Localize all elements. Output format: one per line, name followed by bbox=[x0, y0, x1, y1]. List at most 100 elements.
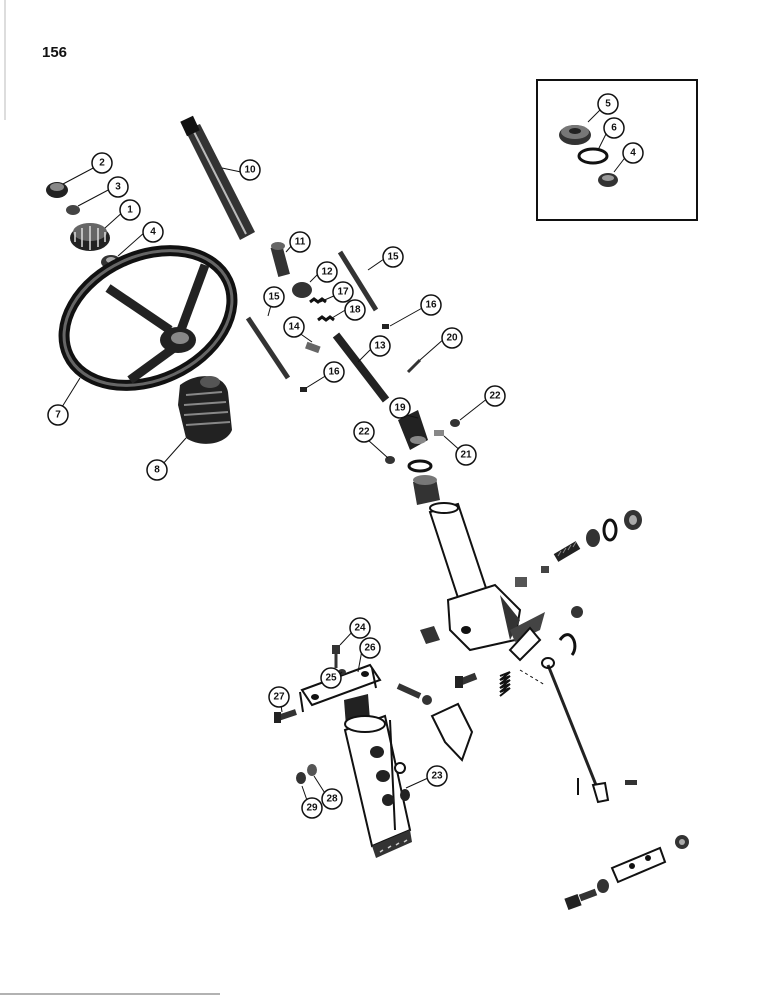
spring-small-part-2 bbox=[317, 315, 335, 322]
bracket-part bbox=[508, 626, 542, 662]
svg-text:25: 25 bbox=[325, 673, 337, 684]
svg-text:24: 24 bbox=[354, 623, 366, 634]
svg-text:29: 29 bbox=[306, 803, 318, 814]
svg-text:16: 16 bbox=[328, 367, 340, 378]
svg-text:27: 27 bbox=[273, 692, 285, 703]
seal-washer-part bbox=[296, 772, 306, 784]
svg-text:16: 16 bbox=[425, 300, 437, 311]
spacer-part-2 bbox=[541, 566, 549, 573]
horn-button-part bbox=[70, 223, 110, 251]
bolt-part bbox=[274, 709, 297, 723]
leader-line bbox=[367, 439, 389, 459]
callout-16-left: 16 bbox=[323, 361, 345, 383]
sleeve-part bbox=[413, 475, 440, 505]
callout-29: 29 bbox=[301, 797, 323, 819]
callout-8: 8 bbox=[146, 459, 168, 481]
svg-text:11: 11 bbox=[295, 237, 306, 248]
leader-line bbox=[62, 165, 98, 185]
coupler-part bbox=[270, 242, 290, 278]
steering-wheel-part bbox=[58, 245, 238, 391]
callout-27: 27 bbox=[268, 686, 290, 708]
nut-part-2 bbox=[422, 695, 432, 705]
cap-screw-part bbox=[455, 672, 478, 688]
inset-o-ring bbox=[577, 147, 609, 165]
callout-6: 6 bbox=[603, 117, 625, 139]
svg-text:21: 21 bbox=[460, 450, 472, 461]
callout-15-left: 15 bbox=[263, 286, 285, 308]
callout-12: 12 bbox=[316, 261, 338, 283]
leader-line bbox=[357, 347, 373, 363]
pin-part bbox=[305, 341, 321, 354]
steering-control-unit-part bbox=[343, 694, 412, 858]
mounting-bracket-part bbox=[299, 663, 382, 713]
leader-line bbox=[221, 167, 242, 173]
pivot-bolt-part bbox=[564, 888, 598, 911]
leader-line bbox=[419, 337, 446, 361]
svg-text:2: 2 bbox=[99, 158, 105, 169]
callout-24: 24 bbox=[349, 617, 371, 639]
pivot-nut-part bbox=[675, 835, 689, 849]
callout-26: 26 bbox=[359, 637, 381, 659]
leader-line bbox=[309, 273, 319, 283]
pivot-arm-part bbox=[610, 846, 667, 884]
column-tube-part bbox=[428, 502, 545, 652]
leader-line bbox=[389, 306, 425, 327]
set-screw-part bbox=[382, 324, 389, 329]
spacer-sleeve-part bbox=[420, 626, 440, 644]
cap-nut-part bbox=[46, 182, 68, 198]
universal-joint-part bbox=[398, 410, 428, 450]
set-screw-part-2 bbox=[300, 387, 307, 392]
callout-21: 21 bbox=[455, 444, 477, 466]
svg-text:18: 18 bbox=[349, 305, 361, 316]
callout-20: 20 bbox=[441, 327, 463, 349]
leader-line bbox=[77, 187, 113, 207]
plug-part bbox=[307, 764, 317, 776]
svg-text:22: 22 bbox=[489, 391, 501, 402]
screw-part bbox=[332, 645, 340, 668]
callout-11: 11 bbox=[289, 231, 311, 253]
callout-2: 2 bbox=[91, 152, 113, 174]
return-spring-part bbox=[558, 633, 577, 656]
flat-washer-part bbox=[602, 518, 618, 542]
callout-5: 5 bbox=[597, 93, 619, 115]
inset-box bbox=[536, 79, 698, 221]
cap-screw-part-2 bbox=[396, 683, 422, 699]
tie-rod-part bbox=[337, 250, 379, 312]
leader-line bbox=[367, 258, 385, 271]
pivot-washer-part bbox=[597, 879, 609, 893]
svg-text:7: 7 bbox=[55, 410, 61, 421]
callout-14: 14 bbox=[283, 316, 305, 338]
svg-text:17: 17 bbox=[337, 287, 349, 298]
dashed-line bbox=[519, 669, 546, 686]
nut-part bbox=[571, 606, 583, 618]
svg-text:6: 6 bbox=[611, 123, 617, 134]
callout-4-inset: 4 bbox=[622, 142, 644, 164]
callout-1: 1 bbox=[119, 199, 141, 221]
jam-nut-part bbox=[586, 529, 600, 547]
callout-23: 23 bbox=[426, 765, 448, 787]
inset-seal-part bbox=[559, 125, 591, 145]
svg-text:19: 19 bbox=[394, 403, 406, 414]
callout-22-left: 22 bbox=[353, 421, 375, 443]
callout-13: 13 bbox=[369, 335, 391, 357]
svg-text:10: 10 bbox=[244, 165, 256, 176]
roll-pin-part bbox=[406, 358, 422, 374]
tension-spring-part bbox=[499, 671, 511, 697]
svg-text:26: 26 bbox=[364, 643, 376, 654]
callout-19: 19 bbox=[389, 397, 411, 419]
clevis-pin-part bbox=[625, 780, 637, 785]
callout-18: 18 bbox=[344, 299, 366, 321]
adjuster-bolt-part bbox=[553, 541, 581, 562]
leader-line bbox=[161, 437, 187, 466]
callout-16: 16 bbox=[420, 294, 442, 316]
svg-text:1: 1 bbox=[127, 205, 133, 216]
callout-22: 22 bbox=[484, 385, 506, 407]
washer-part bbox=[66, 205, 80, 215]
svg-text:23: 23 bbox=[431, 771, 443, 782]
callout-15: 15 bbox=[382, 246, 404, 268]
lock-washer-part bbox=[450, 419, 460, 427]
callout-25: 25 bbox=[320, 667, 342, 689]
inset-nut bbox=[598, 173, 618, 187]
